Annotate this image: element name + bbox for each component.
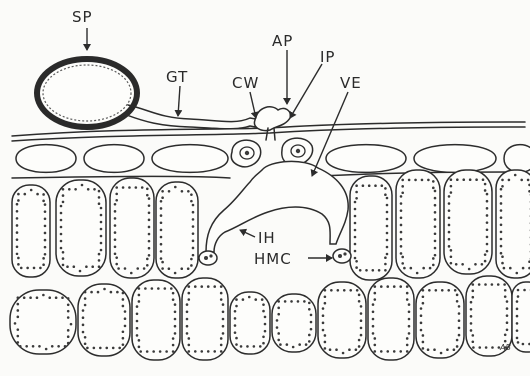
epidermal-cell <box>152 145 228 173</box>
mesophyll-cell <box>12 185 50 277</box>
germ-tube <box>128 105 262 122</box>
mesophyll-cell <box>318 282 366 358</box>
epidermal-cell <box>326 145 406 173</box>
mesophyll-cell <box>230 292 270 354</box>
label-sp: SP <box>72 8 93 26</box>
mesophyll-cell <box>350 176 392 280</box>
mesophyll-cell <box>10 290 76 354</box>
mesophyll-cell <box>272 294 316 352</box>
mesophyll-cell <box>110 178 154 278</box>
epidermal-cell <box>84 145 144 173</box>
mesophyll-cell <box>512 282 530 352</box>
mesophyll-cell <box>396 170 440 278</box>
mesophyll-cell <box>496 170 530 278</box>
mesophyll-cell <box>416 282 464 358</box>
epidermal-cell <box>16 145 76 173</box>
label-ap: AP <box>272 32 293 50</box>
spore <box>37 59 137 127</box>
label-cw: CW <box>232 74 259 92</box>
label-ip: IP <box>320 48 335 66</box>
label-gt: GT <box>166 68 188 86</box>
label-ih: IH <box>258 229 276 247</box>
mesophyll-cell <box>78 284 130 356</box>
mesophyll-cell <box>368 278 414 360</box>
mesophyll-cell <box>56 180 106 276</box>
epidermal-cell <box>504 145 530 173</box>
vesicle <box>206 161 348 252</box>
label-ve: VE <box>340 74 362 92</box>
mesophyll-cell <box>182 278 228 360</box>
label-hmc: HMC <box>254 250 292 268</box>
mesophyll-cell <box>132 280 180 360</box>
epidermal-cell <box>414 145 496 173</box>
mesophyll-cell <box>156 182 198 278</box>
artist-signature: AB <box>499 343 511 352</box>
mesophyll-cell <box>444 170 492 274</box>
